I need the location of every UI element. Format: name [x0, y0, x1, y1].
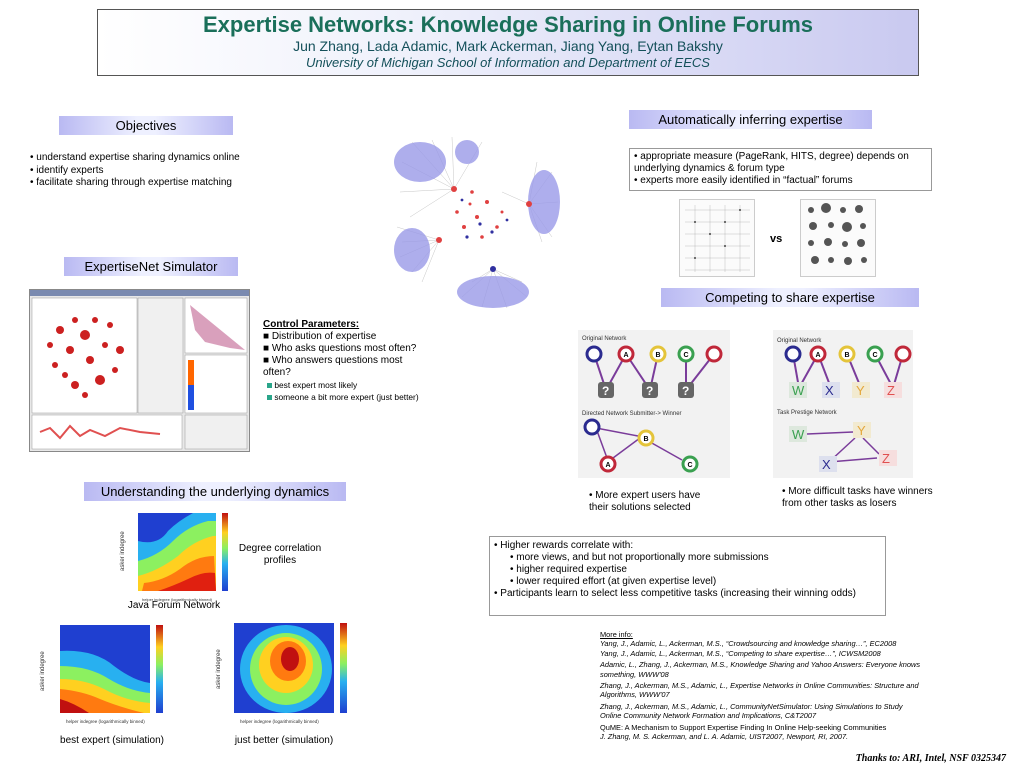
control-title: Control Parameters:	[263, 319, 360, 330]
objectives-list: • understand expertise sharing dynamics …	[30, 152, 270, 190]
competing-caption-right: • More difficult tasks have winners from…	[782, 486, 962, 510]
caption-line: their solutions selected	[589, 502, 691, 513]
control-option-label: someone a bit more expert (just better)	[274, 392, 419, 402]
competing-caption-left: • More expert users have their solutions…	[589, 490, 739, 514]
references-heading: More info:	[600, 630, 633, 639]
control-option-label: best expert most likely	[274, 380, 358, 390]
reference-item: Online Community Network Formation and I…	[600, 711, 817, 721]
question-mark: ?	[682, 384, 689, 398]
objective-item: • facilitate sharing through expertise m…	[30, 177, 232, 188]
original-network-panel-left: Original Network A B C ? ? ? Directed Ne…	[578, 330, 730, 478]
panel-title: Task Prestige Network	[777, 410, 838, 416]
reference-item: Yang, J., Adamic, L., Ackerman, M.S., “C…	[600, 639, 897, 649]
panel-title: Directed Network Submitter-> Winner	[582, 411, 682, 417]
caption-line: • More difficult tasks have winners	[782, 486, 933, 497]
poster-header: Expertise Networks: Knowledge Sharing in…	[97, 9, 919, 76]
objective-item: • identify experts	[30, 164, 104, 176]
inferring-box: • appropriate measure (PageRank, HITS, d…	[629, 148, 932, 191]
thanks-note: Thanks to: ARI, Intel, NSF 0325347	[855, 753, 1006, 764]
task-label: Y	[857, 423, 866, 438]
task-label: Z	[887, 383, 895, 398]
just-better-heatmap: asker indegree helper indegree (logarith…	[210, 619, 360, 729]
node-label: A	[624, 352, 629, 359]
control-item: ■ Distribution of expertise	[263, 331, 377, 342]
task-label: X	[822, 457, 831, 472]
references: More info: Yang, J., Adamic, L., Ackerma…	[587, 630, 967, 741]
poster-authors: Jun Zhang, Lada Adamic, Mark Ackerman, J…	[293, 38, 723, 54]
original-network-panel-right: Original Network A B C W X Y Z Task Pres…	[773, 330, 913, 478]
node-label: C	[684, 352, 689, 359]
degree-correlation-label: Degree correlation profiles	[238, 543, 322, 566]
question-mark: ?	[646, 384, 653, 398]
competing-findings-box: • Higher rewards correlate with: • more …	[489, 536, 886, 616]
network-layout-plot-left	[679, 199, 755, 277]
control-parameters: Control Parameters: ■ Distribution of ex…	[263, 319, 433, 403]
inferring-item: • experts more easily identified in “fac…	[634, 175, 853, 186]
reference-item: Algorithms, WWW'07	[600, 690, 670, 700]
control-item: often?	[263, 367, 291, 378]
control-item: ■ Who asks questions most often?	[263, 343, 417, 354]
reference-item: QuME: A Mechanism to Support Expertise F…	[600, 722, 887, 732]
control-option: someone a bit more expert (just better)	[267, 391, 433, 403]
panel-title: Original Network	[582, 336, 627, 342]
node-label: B	[644, 436, 649, 443]
objective-item: • understand expertise sharing dynamics …	[30, 152, 240, 163]
control-option: best expert most likely	[267, 379, 433, 391]
task-label: W	[792, 427, 805, 442]
forum-network-graphic	[392, 132, 560, 310]
node-label: A	[816, 352, 821, 359]
node-label: B	[845, 352, 850, 359]
finding-subitem: • higher required expertise	[510, 564, 627, 575]
axis-label: helper indegree (logarithmically binned)	[66, 719, 145, 724]
node-label: A	[606, 462, 611, 469]
task-label: Z	[882, 451, 890, 466]
just-better-caption: just better (simulation)	[234, 735, 334, 746]
axis-label: helper indegree (logarithmically binned)	[142, 597, 213, 602]
finding-subitem: • lower required effort (at given expert…	[510, 576, 717, 587]
panel-title: Original Network	[777, 338, 822, 344]
best-expert-heatmap: asker indegree helper indegree (logarith…	[34, 621, 184, 729]
reference-item: Adamic, L., Zhang, J., Ackerman, M.S., K…	[600, 660, 921, 670]
poster-title: Expertise Networks: Knowledge Sharing in…	[203, 12, 813, 37]
inferring-item: underlying dynamics & forum type	[634, 163, 785, 174]
axis-label: asker indegree	[40, 651, 46, 691]
network-layout-plot-right	[800, 199, 876, 277]
reference-item: something, WWW'08	[600, 669, 669, 679]
poster-affiliation: University of Michigan School of Informa…	[306, 55, 710, 70]
reference-item: Zhang, J., Ackerman, M.S., Adamic, L., E…	[600, 681, 919, 691]
control-item: ■ Who answers questions most	[263, 355, 403, 366]
best-expert-caption: best expert (simulation)	[60, 735, 164, 746]
caption-line: • More expert users have	[589, 490, 701, 501]
simulator-screenshot	[29, 289, 250, 452]
axis-label: asker indegree	[216, 649, 222, 689]
axis-label: helper indegree (logarithmically binned)	[240, 719, 319, 724]
node-label: C	[688, 462, 693, 469]
reference-item: J. Zhang, M. S. Ackerman, and L. A. Adam…	[600, 732, 849, 742]
teal-bullet-icon	[267, 383, 272, 388]
node-label: C	[873, 352, 878, 359]
axis-label: asker indegree	[120, 531, 126, 571]
java-forum-caption: Java Forum Network	[127, 600, 221, 611]
task-label: Y	[856, 383, 865, 398]
dynamics-heading: Understanding the underlying dynamics	[84, 482, 346, 501]
reference-item: Zhang, J., Ackerman, M.S., Adamic, L., C…	[600, 701, 903, 711]
teal-bullet-icon	[267, 395, 272, 400]
finding-item: • Higher rewards correlate with:	[494, 540, 634, 551]
inferring-heading: Automatically inferring expertise	[629, 110, 872, 129]
question-mark: ?	[602, 384, 609, 398]
objectives-heading: Objectives	[59, 116, 233, 135]
competing-heading: Competing to share expertise	[661, 288, 919, 307]
task-label: W	[792, 383, 805, 398]
caption-line: from other tasks as losers	[782, 498, 897, 509]
java-forum-heatmap: asker indegree helper indegree (logarith…	[118, 511, 243, 603]
finding-subitem: • more views, and but not proportionally…	[510, 552, 769, 563]
finding-item: • Participants learn to select less comp…	[494, 588, 856, 599]
simulator-heading: ExpertiseNet Simulator	[64, 257, 238, 276]
inferring-item: • appropriate measure (PageRank, HITS, d…	[634, 151, 909, 162]
node-label: B	[656, 352, 661, 359]
task-label: X	[825, 383, 834, 398]
reference-item: Yang, J., Adamic, L., Ackerman, M.S., “C…	[600, 648, 881, 658]
vs-label: vs	[770, 233, 783, 245]
